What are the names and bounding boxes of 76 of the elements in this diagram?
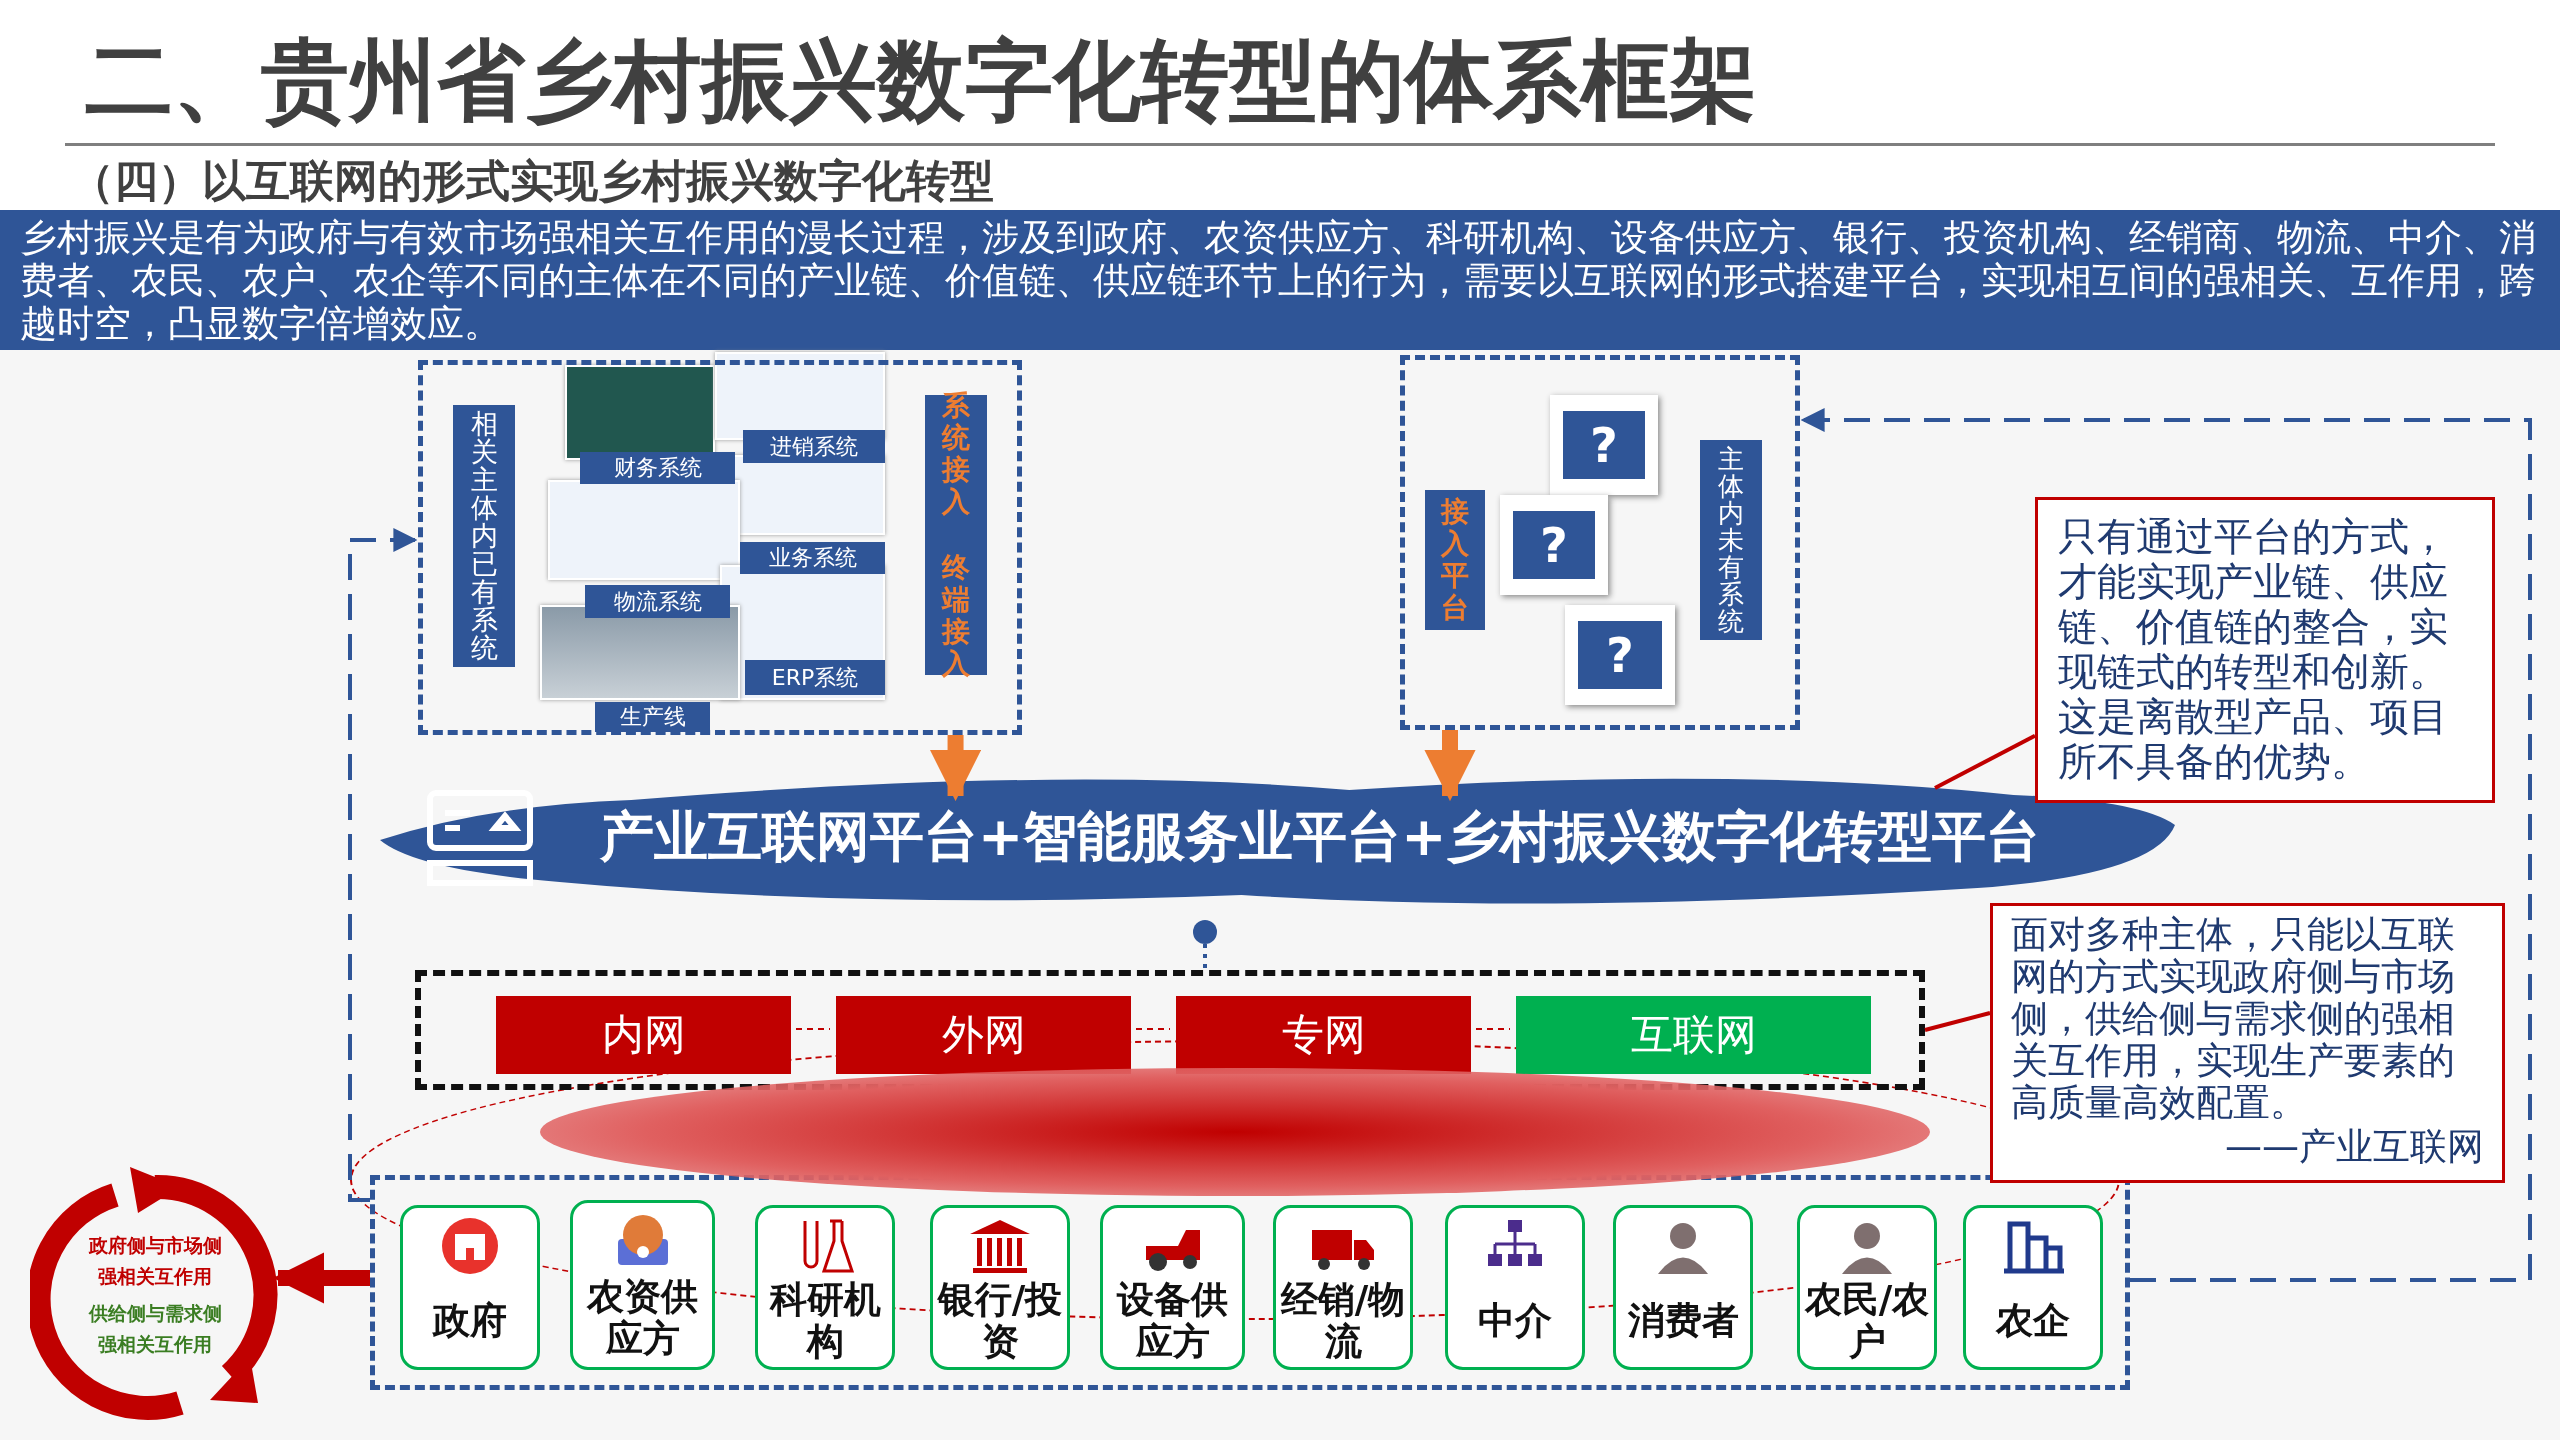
question-mark: ? <box>1589 416 1619 475</box>
slide-title: 二、贵州省乡村振兴数字化转型的体系框架 <box>85 28 1757 134</box>
label-text: 农民/农户 <box>1804 1278 1930 1363</box>
label-box <box>453 405 515 667</box>
entity-card <box>755 1205 895 1370</box>
entity-card <box>1963 1205 2103 1370</box>
entity-card <box>1613 1205 1753 1370</box>
network-box <box>836 996 1131 1074</box>
placeholder-card <box>1565 605 1675 705</box>
callout-text: 只有通过平台的方式，才能实现产业链、供应链、价值链的整合，实现链式的转型和创新。这是离散型产品、项目所不具备的优势。 <box>2058 514 2449 784</box>
arrow <box>348 528 418 1202</box>
label-text: 终端接入 <box>941 552 971 680</box>
label-text: 进销系统 <box>769 432 859 461</box>
placeholder-card <box>1550 395 1658 495</box>
connector-line <box>1934 733 2036 790</box>
label-text: ERP系统 <box>770 663 860 692</box>
label-text: 生产线 <box>618 703 687 731</box>
label-text: 物流系统 <box>612 587 703 616</box>
connector-dot <box>1193 920 1217 944</box>
entity-card <box>1445 1205 1585 1370</box>
entity-card <box>930 1205 1070 1370</box>
label-text: 专网 <box>1280 1009 1367 1061</box>
caption-tag <box>580 452 735 484</box>
entity-card <box>1797 1205 1937 1370</box>
callout-text: 面对多种主体，只能以互联网的方式实现政府侧与市场侧，供给侧与需求侧的强相关互作用，实现生产要素的高质量高效配置。 <box>2011 914 2456 1124</box>
label-text: 外网 <box>940 1009 1027 1061</box>
label-text: 产业互联网平台+智能服务业平台+乡村振兴数字化转型平台 <box>600 804 2041 870</box>
label-text: 互联网 <box>1629 1009 1758 1061</box>
label-text: 银行/投资 <box>937 1278 1063 1363</box>
question-mark: ? <box>1605 626 1635 685</box>
question-mark: ? <box>1539 516 1569 575</box>
arrow <box>1424 730 1476 802</box>
network-box <box>1516 996 1871 1074</box>
label-text: 供给侧与需求侧强相关互作用 <box>87 1301 223 1357</box>
callout-box <box>1990 903 2505 1183</box>
network-box <box>1176 996 1471 1074</box>
label-box <box>1425 490 1485 630</box>
attribution-text: ——产业互联网 <box>2224 1126 2484 1168</box>
banner-text: 乡村振兴是有为政府与有效市场强相关互作用的漫长过程，涉及到政府、农资供应方、科研机构、设备供应方、银行、投资机构、经销商、物流、中介、消费者、农民、农户、农企等不同的主体在不同的产业链、价值链、供应链环节上的行为，需要以互联网的形式搭建平台，实现相互间的强相关、互作用，跨越时空，凸显数字倍增效应。 <box>20 216 2537 345</box>
arrow <box>1800 408 2532 1282</box>
label-text: 主体内未有系统 <box>1717 445 1745 635</box>
label-text: 相关主体内已有系统 <box>469 410 499 662</box>
label-box <box>1700 440 1762 640</box>
dashed-group-frame <box>370 1175 2130 1390</box>
connector-line <box>1203 944 1207 970</box>
caption-tag <box>585 585 730 618</box>
dashed-group-frame <box>1400 355 1800 730</box>
label-text: 内网 <box>600 1009 687 1061</box>
label-text: 农企 <box>1994 1297 2071 1344</box>
subtitle: （四）以互联网的形式实现乡村振兴数字化转型 <box>70 154 994 208</box>
label-text: 经销/物流 <box>1280 1278 1406 1363</box>
label-text: 财务系统 <box>612 454 703 482</box>
label-text: 设备供应方 <box>1115 1278 1229 1363</box>
entity-card <box>1100 1205 1245 1370</box>
callout-box <box>2035 497 2495 803</box>
caption-tag <box>595 702 710 732</box>
label-text: 系统接入 <box>941 390 971 518</box>
label-text: 科研机构 <box>768 1278 882 1363</box>
placeholder-card <box>1500 495 1608 595</box>
label-text: 农资供应方 <box>585 1274 699 1362</box>
connector-line <box>1924 1011 1991 1032</box>
caption-tag <box>740 542 885 574</box>
entity-card <box>570 1200 715 1370</box>
label-text: 接入平台 <box>1440 496 1470 624</box>
label-text: 政府侧与市场侧强相关互作用 <box>87 1233 223 1289</box>
label-text: 中介 <box>1477 1297 1553 1344</box>
label-text: 消费者 <box>1626 1297 1740 1344</box>
arrow <box>929 735 982 802</box>
dashed-group-frame <box>418 360 1022 735</box>
caption-tag <box>745 660 885 695</box>
caption-tag <box>743 430 885 463</box>
entity-card <box>400 1205 540 1370</box>
label-text: 政府 <box>431 1297 508 1344</box>
network-box <box>496 996 791 1074</box>
entity-card <box>1273 1205 1413 1370</box>
label-text: 业务系统 <box>767 544 858 572</box>
